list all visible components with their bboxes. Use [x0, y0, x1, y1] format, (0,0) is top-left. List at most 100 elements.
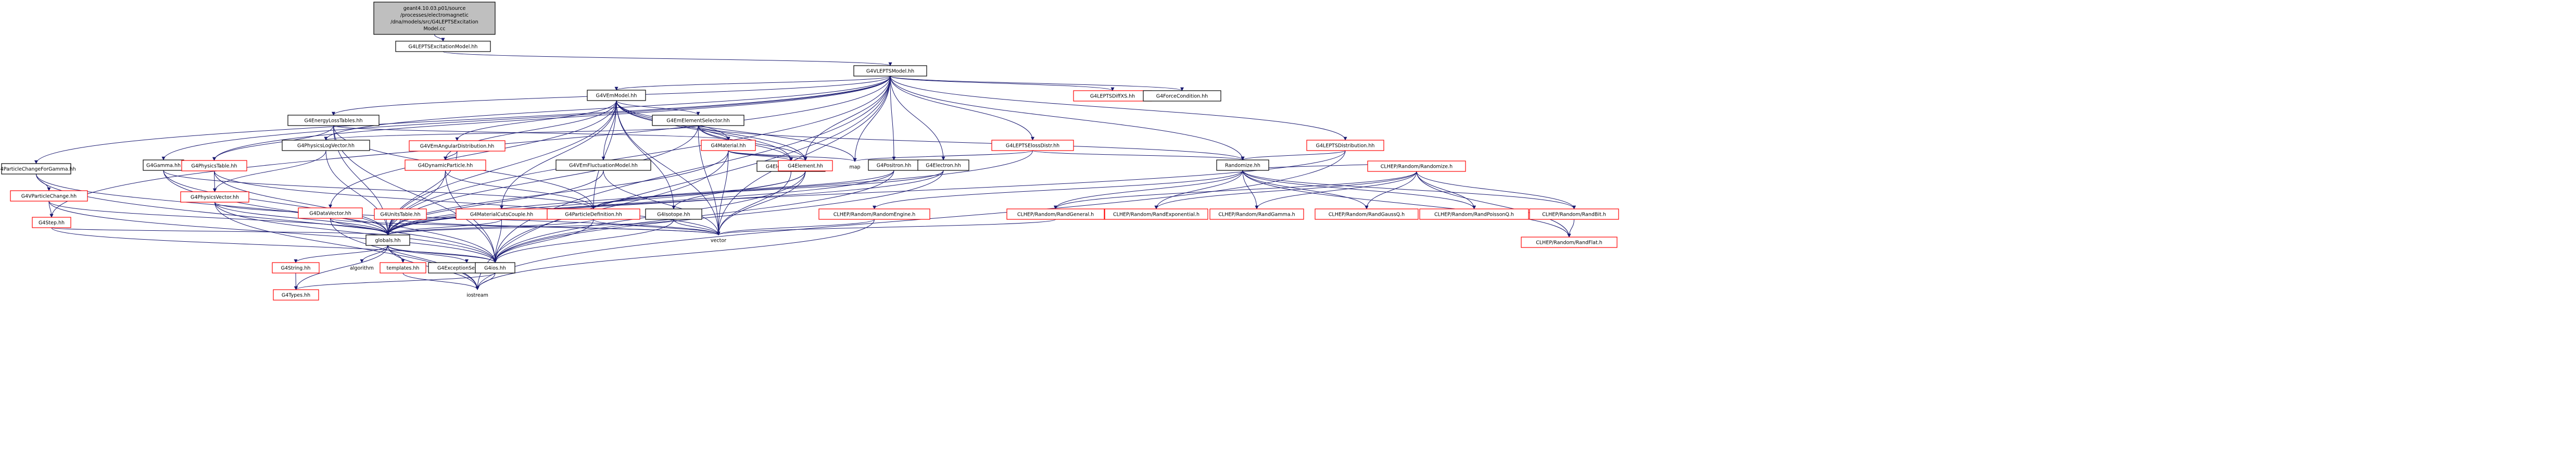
edge-arrow	[163, 170, 390, 236]
node-pdef[interactable]: G4ParticleDefinition.hh	[547, 208, 640, 220]
edge-arrow	[493, 170, 944, 263]
node-randbit[interactable]: CLHEP/Random/RandBit.h	[1529, 208, 1619, 220]
edge-arrow	[698, 125, 730, 141]
edge-arrow	[698, 125, 1245, 160]
edge-matcuts-to-globals	[386, 219, 502, 236]
edge-arrow	[294, 272, 496, 290]
node-randexp[interactable]: CLHEP/Random/RandExponential.h	[1104, 208, 1208, 220]
node-randgauss[interactable]: CLHEP/Random/RandGaussQ.h	[1315, 208, 1419, 220]
node-label: G4Element.hh	[788, 164, 823, 169]
node-label: G4Gamma.hh	[146, 163, 181, 169]
edge-engine-to-iostream	[475, 219, 875, 290]
edge-globals-to-g4types	[294, 245, 388, 290]
node-box	[1006, 208, 1105, 220]
node-randpoisson[interactable]: CLHEP/Random/RandPoissonQ.h	[1419, 208, 1529, 220]
node-label: G4ExceptionSeverity.hh	[437, 266, 496, 271]
node-label: algorithm	[350, 266, 374, 271]
node-globals[interactable]: globals.hh	[365, 234, 410, 246]
node-label: CLHEP/Random/RandGeneral.h	[1017, 212, 1094, 218]
edge-plogvec-to-pvector	[213, 150, 326, 192]
edge-arrow	[1242, 170, 1369, 209]
node-distr[interactable]: G4LEPTSDistribution.hh	[1306, 140, 1384, 151]
node-label: G4MaterialCutsCouple.hh	[470, 212, 533, 218]
node-forcecond[interactable]: G4ForceCondition.hh	[1143, 90, 1221, 102]
edge-arrow	[493, 219, 502, 263]
node-g4types[interactable]: G4Types.hh	[273, 289, 319, 301]
edge-arrow	[48, 201, 54, 218]
node-label: G4EmElementSelector.hh	[666, 118, 729, 124]
node-vemfluct[interactable]: G4VEmFluctuationModel.hh	[555, 159, 651, 171]
node-element[interactable]: G4Element.hh	[778, 160, 833, 171]
node-templates[interactable]: templates.hh	[380, 262, 426, 274]
edge-arrow	[163, 170, 596, 209]
edge-model_hh-to-randomize	[890, 76, 1245, 160]
node-label: G4Positron.hh	[877, 163, 912, 169]
node-excit-hh[interactable]: G4LEPTSExcitationModel.hh	[395, 41, 491, 52]
node-gamma[interactable]: G4Gamma.hh	[143, 159, 184, 171]
node-label: map	[849, 165, 860, 170]
edge-arrow	[1154, 171, 1417, 209]
edge-model_hh-to-dcs	[890, 76, 1115, 91]
edge-arrow	[212, 125, 334, 161]
node-pcfg[interactable]: G4ParticleChangeForGamma.hh	[0, 163, 76, 175]
edge-vemang-to-dynpart	[444, 151, 458, 160]
node-box	[853, 65, 927, 77]
node-eloss[interactable]: G4EnergyLossTables.hh	[287, 115, 380, 126]
node-ptable[interactable]: G4PhysicsTable.hh	[181, 160, 247, 171]
node-randgamma[interactable]: CLHEP/Random/RandGamma.h	[1209, 208, 1304, 220]
node-elossdcs[interactable]: G4LEPTSElossDistr.hh	[991, 140, 1074, 151]
edge-arrow	[493, 219, 674, 263]
node-dynpart[interactable]: G4DynamicParticle.hh	[405, 159, 486, 171]
node-g4ios[interactable]: G4ios.hh	[475, 262, 515, 274]
edge-arrow	[330, 218, 479, 290]
node-emselect[interactable]: G4EmElementSelector.hh	[652, 115, 744, 126]
node-clhep-randomize[interactable]: CLHEP/Random/Randomize.h	[1367, 160, 1466, 172]
node-plogvec[interactable]: G4PhysicsLogVector.hh	[282, 140, 370, 151]
edge-arrow	[728, 150, 807, 161]
node-pvector[interactable]: G4PhysicsVector.hh	[180, 191, 249, 203]
node-label: G4ParticleDefinition.hh	[565, 212, 622, 218]
edge-arrow	[500, 100, 617, 209]
edge-positron-to-globals	[386, 170, 894, 236]
edge-randomize-to-randgeneral	[1054, 170, 1243, 209]
node-vemmodel[interactable]: G4VEmModel.hh	[587, 90, 646, 101]
node-box	[409, 140, 506, 152]
node-electron[interactable]: G4Electron.hh	[917, 159, 969, 171]
node-randflat[interactable]: CLHEP/Random/RandFlat.h	[1521, 237, 1618, 248]
node-dataset[interactable]: G4DataVector.hh	[298, 207, 363, 219]
node-isotope[interactable]: G4Isotope.hh	[645, 208, 702, 220]
edge-arrow	[325, 150, 390, 236]
edge-globals-to-g4except	[387, 245, 469, 263]
node-label: G4Material.hh	[711, 143, 746, 149]
node-box	[1367, 160, 1466, 172]
edge-vemmodel-to-emselect	[616, 100, 700, 116]
node-step[interactable]: G4Step.hh	[32, 217, 71, 228]
node-pchange[interactable]: G4VParticleChange.hh	[10, 190, 88, 202]
node-matcuts[interactable]: G4MaterialCutsCouple.hh	[456, 208, 548, 220]
edge-clhep_randomize-to-randflat	[1416, 171, 1571, 238]
node-g4string[interactable]: G4String.hh	[272, 262, 320, 274]
node-positron[interactable]: G4Positron.hh	[868, 159, 920, 171]
edge-arrow	[324, 125, 699, 141]
node-units[interactable]: G4UnitsTable.hh	[374, 208, 427, 220]
node-model-hh[interactable]: G4VLEPTSModel.hh	[853, 65, 927, 77]
edge-arrow	[400, 219, 721, 236]
node-vemang[interactable]: G4VEmAngularDistribution.hh	[409, 140, 506, 152]
node-material[interactable]: G4Material.hh	[701, 140, 756, 151]
edge-emselect-to-randomize	[698, 125, 1245, 160]
edge-model_hh-to-gamma	[161, 76, 891, 160]
node-label: CLHEP/Random/RandExponential.h	[1113, 212, 1199, 218]
edge-randgeneral-to-vector	[716, 219, 1056, 236]
edge-gamma-to-pdef	[163, 170, 596, 209]
node-engine[interactable]: CLHEP/Random/RandomEngine.h	[818, 208, 930, 220]
edge-model_hh-to-pcfg	[34, 76, 891, 164]
node-randgeneral[interactable]: CLHEP/Random/RandGeneral.h	[1006, 208, 1105, 220]
node-vector: vector	[711, 238, 726, 244]
edge-arrow	[214, 170, 390, 236]
node-box	[818, 208, 930, 220]
node-box	[287, 115, 380, 126]
edge-isotope-to-globals	[386, 219, 674, 236]
node-dcs[interactable]: G4LEPTSDiffXS.hh	[1073, 90, 1152, 102]
node-randomize[interactable]: Randomize.hh	[1216, 159, 1269, 171]
